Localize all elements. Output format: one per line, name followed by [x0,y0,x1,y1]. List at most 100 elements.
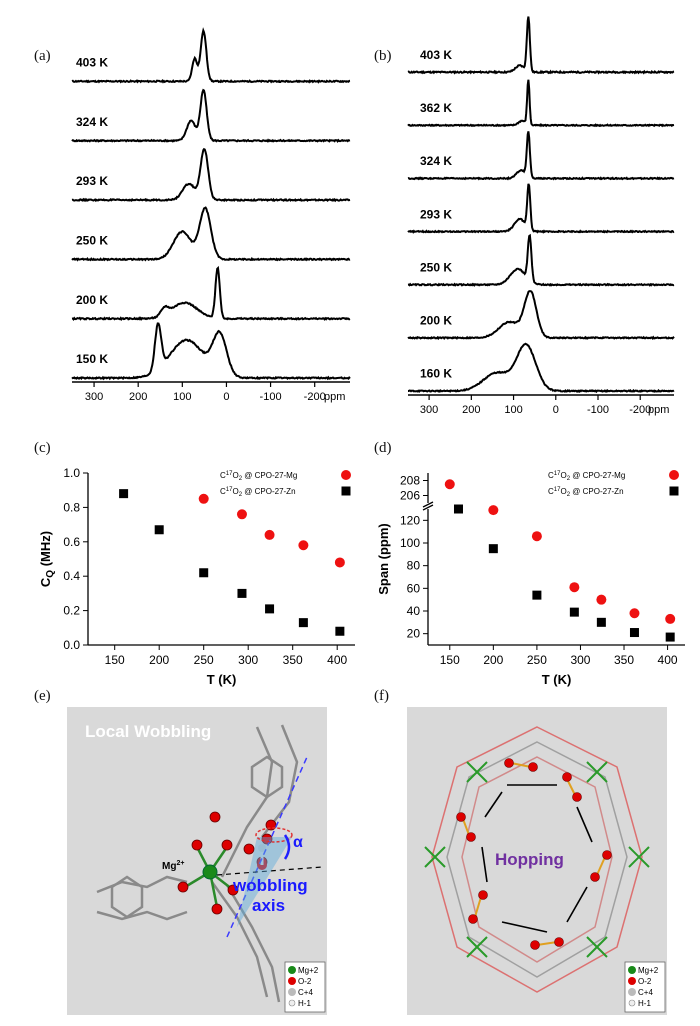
temperature-label-362k: 362 K [420,101,452,115]
panel-label-a: (a) [34,48,51,64]
ppm-tick-label: 100 [173,391,191,403]
panel-label-c: (c) [34,440,51,456]
temperature-label-200k: 200 K [420,314,452,328]
ppm-tick-label: 200 [129,391,147,403]
temperature-label-324k: 324 K [420,154,452,168]
spectrum-trace-160k [408,342,675,394]
temperature-label-200k: 200 K [76,293,108,307]
ppm-tick-label: -100 [260,391,282,403]
y-tick-label: 1.0 [63,466,80,480]
temperature-label-250k: 250 K [420,260,452,274]
legend-f-mg: Mg+2 [638,966,659,975]
x-tick-label: 300 [238,653,258,667]
temperature-label-160k: 160 K [420,367,452,381]
ppm-tick-label: -200 [304,391,326,403]
framework-channel [431,726,643,993]
temperature-label-403k: 403 K [420,48,452,62]
data-point-mg [569,582,580,593]
legend-series-label: C17O2 @ CPO-27-Zn [220,487,296,498]
y-tick-label: 0.0 [63,638,80,652]
temperature-label-150k: 150 K [76,352,108,366]
ppm-tick-label: 100 [504,404,522,416]
axis-break-mark [422,504,434,511]
wobbling-cone-rim [255,827,293,843]
y-tick-label: 0.6 [63,535,80,549]
data-point-zn [665,632,675,642]
hopping-label: Hopping [495,850,564,869]
data-point-zn [154,525,164,535]
spectrum-trace-293k [407,183,675,234]
data-point-zn [669,486,679,496]
spectrum-trace-250k [407,233,675,287]
legend-f-c: C+4 [638,988,653,997]
data-point-mg [264,529,275,540]
data-point-mg [236,509,247,520]
spectrum-trace-150k [71,322,351,381]
ppm-unit-label: ppm [324,391,345,403]
data-point-mg [596,594,607,605]
data-point-zn [532,590,542,600]
temperature-label-293k: 293 K [76,174,108,188]
y-axis-title: Span (ppm) [376,523,391,595]
atom-legend-e: Mg+2 O-2 C+4 H-1 [284,961,326,1013]
data-point-mg [334,557,345,568]
x-tick-label: 400 [658,653,678,667]
panel-label-f: (f) [374,688,389,704]
data-point-mg [341,470,351,480]
data-point-zn [119,489,129,499]
wobbling-cone [237,837,292,927]
spectrum-trace-324k [71,88,351,144]
legend-e-h: H-1 [298,999,311,1008]
temperature-label-324k: 324 K [76,115,108,129]
hopping-illustration: Hopping Mg+2 O-2 C+4 H-1 [407,707,667,1015]
legend-e-mg: Mg+2 [298,966,319,975]
legend-f-o: O-2 [638,977,652,986]
x-tick-label: 250 [527,653,547,667]
hopping-arrows [481,784,593,933]
spectrum-trace-403k [407,16,675,75]
data-point-zn [341,486,351,496]
y-tick-label: 0.4 [63,569,80,583]
ppm-unit-label: ppm [648,404,669,416]
data-point-zn [298,618,308,628]
temperature-label-250k: 250 K [76,234,108,248]
data-point-zn [629,628,639,638]
ppm-tick-label: 0 [553,404,559,416]
x-tick-label: 200 [149,653,169,667]
x-tick-label: 250 [194,653,214,667]
ppm-tick-label: -100 [587,404,609,416]
mg-ion-label: Mg2+ [162,860,184,872]
data-point-mg [298,540,309,551]
legend-e-o: O-2 [298,977,312,986]
data-point-zn [569,607,579,617]
wobbling-axis-label-line1: wobbling [232,876,308,895]
y-axis-title: CQ (MHz) [38,531,56,587]
panel-e-title: Local Wobbling [85,722,211,741]
spectrum-trace-403k [71,27,351,84]
y-tick-label: 20 [407,627,421,641]
x-tick-label: 350 [283,653,303,667]
data-point-zn [488,544,498,554]
legend-series-label: C17O2 @ CPO-27-Zn [548,487,624,498]
y-tick-label: 0.8 [63,500,80,514]
legend-series-label: C17O2 @ CPO-27-Mg [548,471,625,482]
ppm-tick-label: -200 [629,404,651,416]
spectrum-trace-200k [71,265,351,321]
y-tick-label: 40 [407,604,421,618]
temperature-label-403k: 403 K [76,56,108,70]
alpha-angle-arc [283,834,291,860]
wobbling-axis-line [226,756,308,938]
data-point-zn [596,617,606,627]
x-tick-label: 150 [105,653,125,667]
spectrum-trace-293k [71,147,351,203]
panel-label-b: (b) [374,48,392,64]
x-tick-label: 150 [440,653,460,667]
data-point-zn [335,626,345,636]
local-wobbling-illustration: Mg2+ α Local Wobbling wobbling axis Mg+2… [67,707,327,1015]
hopping-structure-drawing: Hopping Mg+2 O-2 C+4 H-1 [424,726,666,1013]
data-point-mg [531,531,542,542]
legend-f-h: H-1 [638,999,651,1008]
panel-label-d: (d) [374,440,392,456]
